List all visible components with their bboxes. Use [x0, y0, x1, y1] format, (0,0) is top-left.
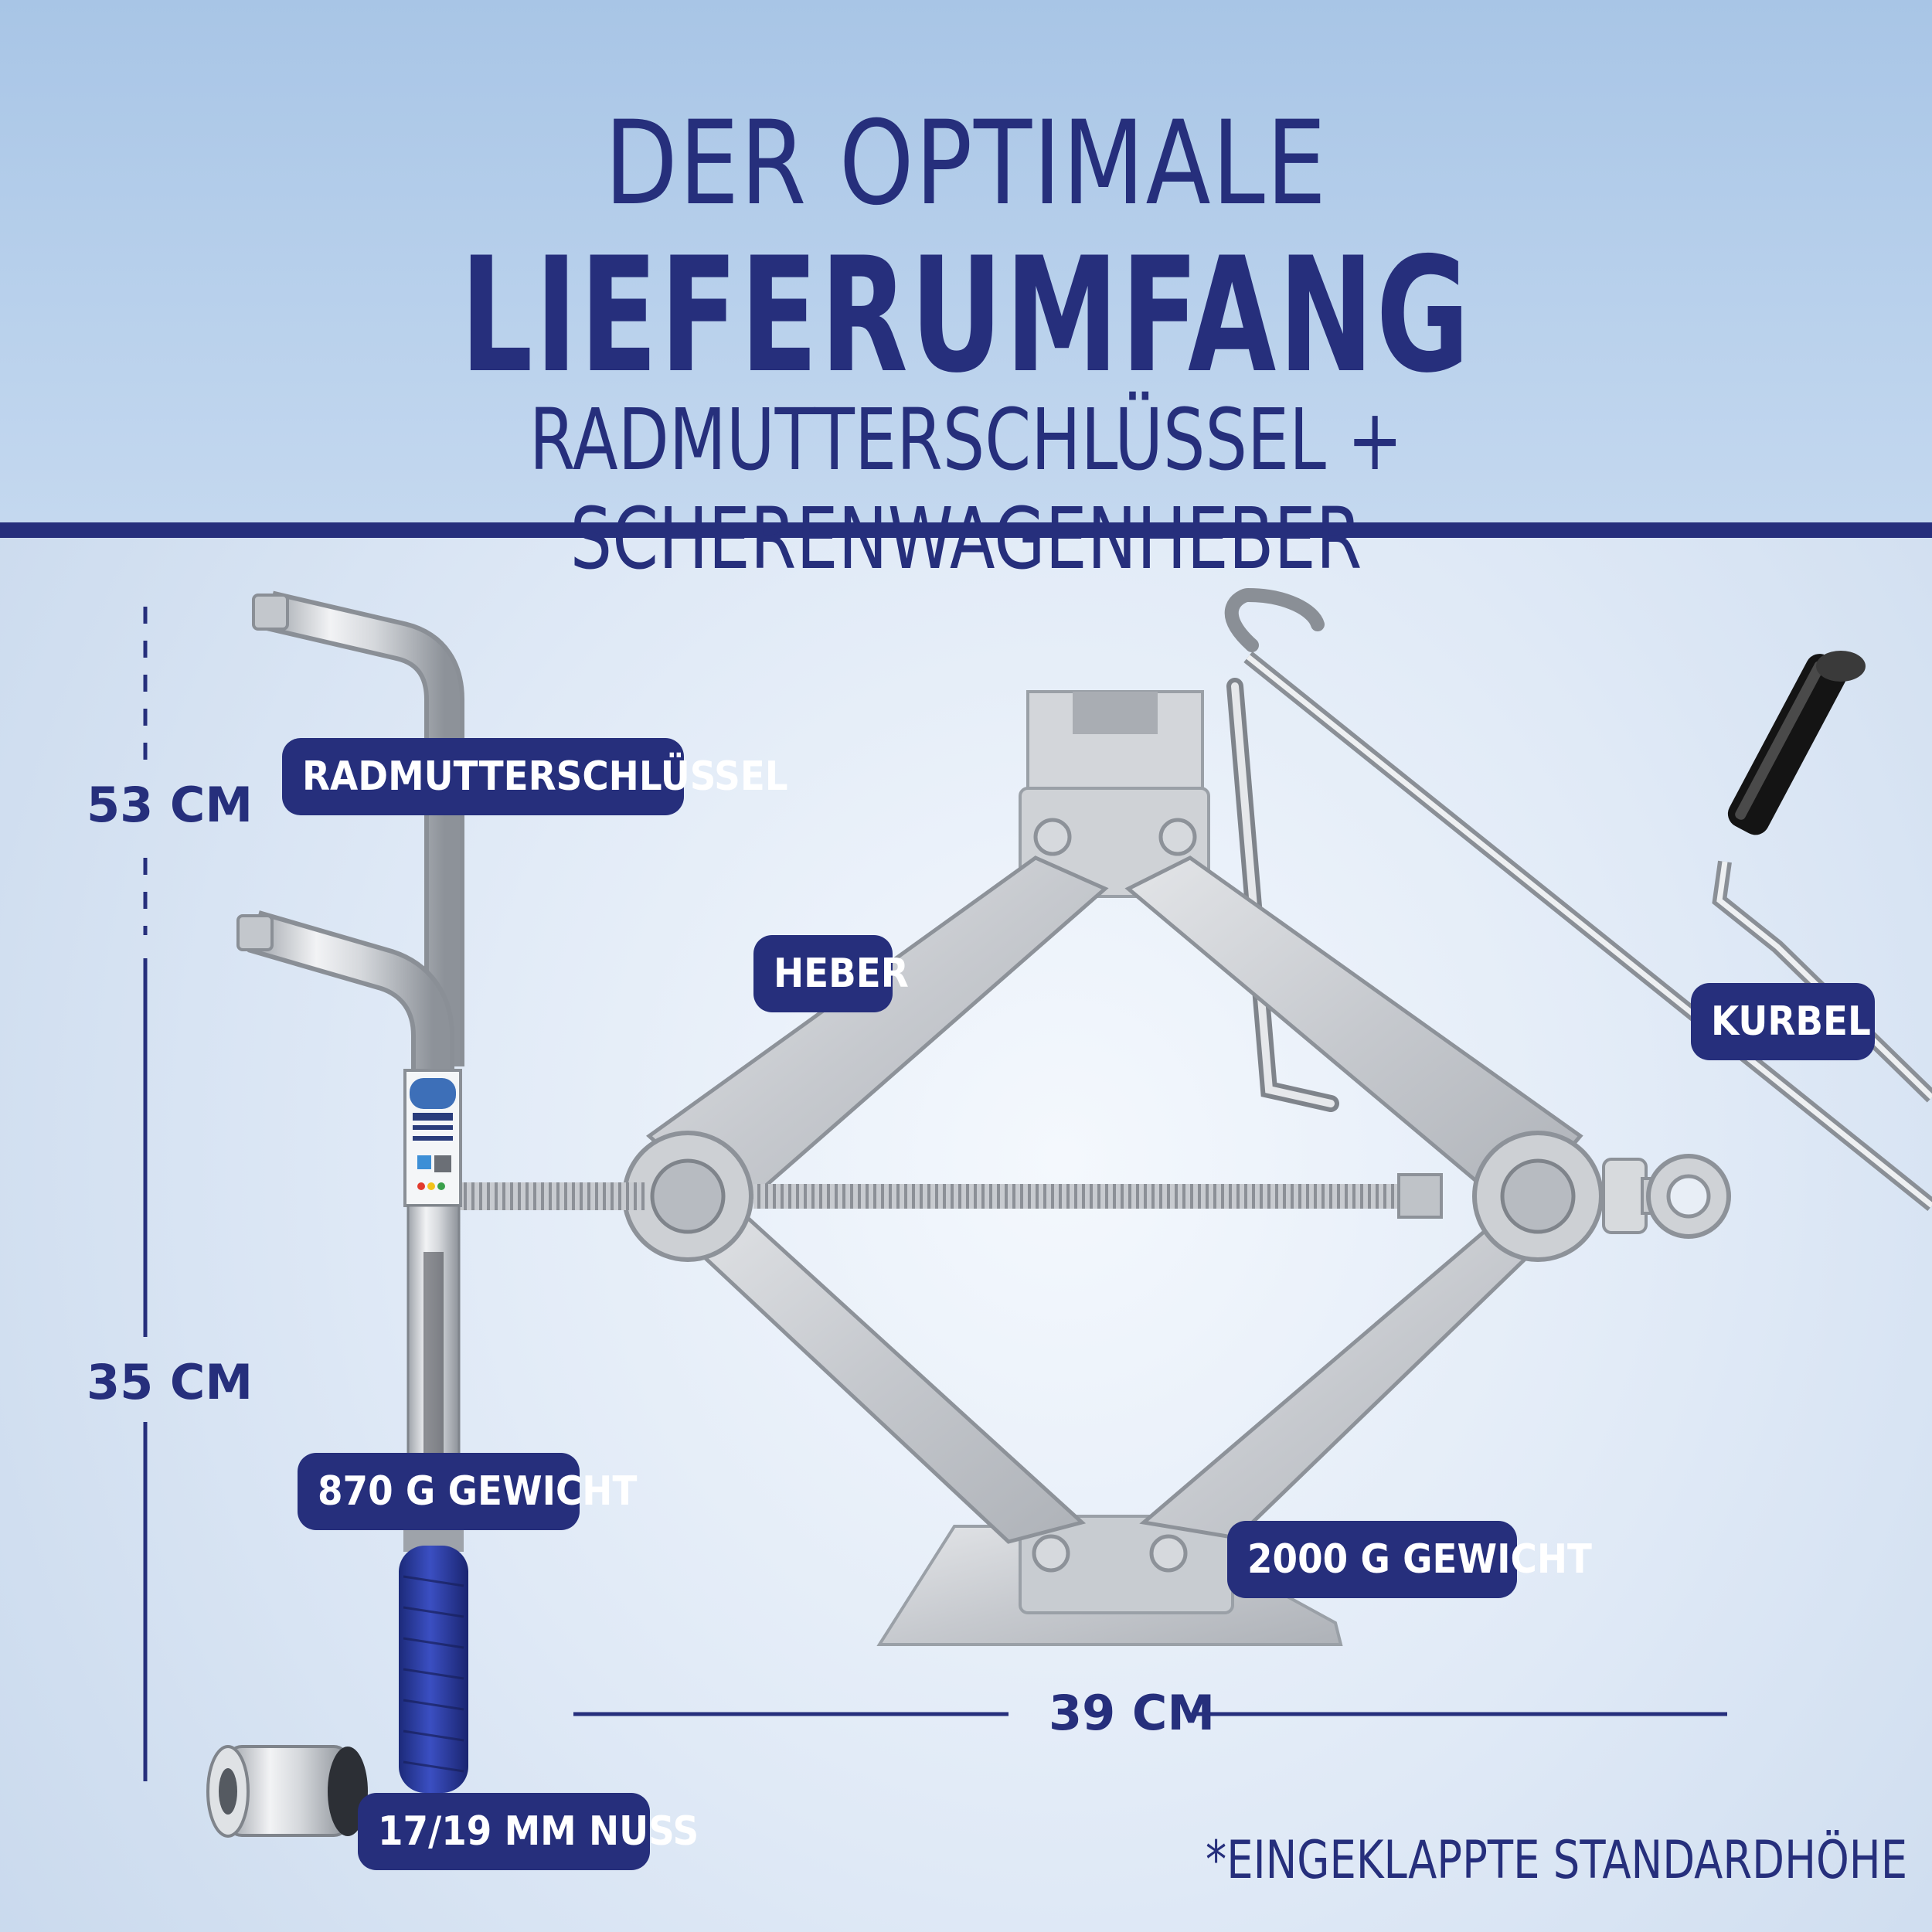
headline-line-2: LIEFERUMFANG — [460, 224, 1472, 408]
headline-line-3: RADMUTTERSCHLÜSSEL + SCHERENWAGENHEBER — [529, 390, 1403, 588]
label-jack-weight: 2000 G GEWICHT — [1227, 1521, 1592, 1598]
label-socket: 17/19 MM NUSS — [358, 1793, 699, 1870]
header-band — [0, 0, 1932, 522]
wheel-nut-wrench — [236, 590, 468, 1793]
header-divider — [0, 522, 1932, 538]
label-wheel-nut-wrench: RADMUTTERSCHLÜSSEL — [282, 738, 788, 815]
crank — [1224, 587, 1932, 1212]
footnote: *EINGEKLAPPTE STANDARDHÖHE — [1206, 1830, 1908, 1891]
socket-17-19 — [206, 1745, 368, 1838]
scissor-jack — [456, 690, 1731, 1646]
label-jack: HEBER — [753, 935, 909, 1012]
height-extended-label: 53 CM — [87, 777, 253, 833]
label-crank: KURBEL — [1691, 983, 1875, 1060]
label-wrench-weight: 870 G GEWICHT — [298, 1453, 637, 1530]
height-collapsed-label: 35 CM — [87, 1354, 253, 1410]
headline-line-1: DER OPTIMALE — [604, 97, 1328, 231]
width-label: 39 CM — [1049, 1685, 1216, 1741]
